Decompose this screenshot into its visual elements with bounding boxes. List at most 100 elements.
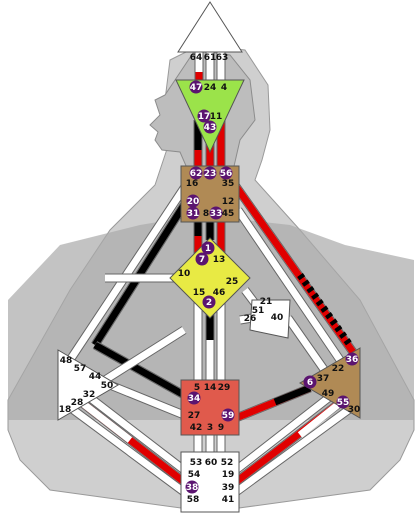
gate-marker-33 — [209, 206, 223, 220]
gate-marker-47 — [189, 80, 203, 94]
gate-marker-43 — [203, 120, 217, 134]
gate-29: 29 — [218, 383, 231, 393]
gate-47: 47 — [190, 83, 203, 93]
gate-marker-36 — [345, 352, 359, 366]
channel-44-26-base — [103, 327, 186, 383]
gate-9: 9 — [218, 423, 224, 433]
gate-49: 49 — [322, 389, 335, 399]
gate-39: 39 — [222, 483, 235, 493]
gate-marker-59 — [221, 408, 235, 422]
gate-marker-34 — [187, 391, 201, 405]
gate-25: 25 — [226, 277, 239, 287]
channel-35-36-stripe — [297, 272, 353, 348]
gate-24: 24 — [204, 83, 217, 93]
gate-17: 17 — [198, 112, 211, 122]
gate-marker-56 — [219, 166, 233, 180]
gate-12: 12 — [222, 197, 235, 207]
spleen-center — [57, 349, 119, 421]
gate-marker-23 — [203, 166, 217, 180]
gate-44: 44 — [89, 372, 102, 382]
gate-62: 62 — [190, 169, 203, 179]
channel-59-6-black — [273, 384, 312, 406]
gate-18: 18 — [59, 405, 72, 415]
gate-13: 13 — [213, 255, 226, 265]
gate-marker-62 — [189, 166, 203, 180]
gate-52: 52 — [221, 458, 234, 468]
gate-7: 7 — [199, 255, 205, 265]
gate-26: 26 — [244, 314, 257, 324]
gate-27: 27 — [188, 411, 201, 421]
gate-42: 42 — [190, 423, 203, 433]
sacral-center — [180, 379, 240, 436]
gate-33: 33 — [210, 209, 223, 219]
gate-32: 32 — [83, 390, 96, 400]
gate-46: 46 — [213, 288, 226, 298]
channel-16-48-base — [67, 183, 189, 362]
gate-35: 35 — [222, 179, 235, 189]
gate-marker-38 — [185, 480, 199, 494]
channel-12-22-base — [235, 208, 343, 362]
gate-15: 15 — [193, 288, 206, 298]
channel-21-45-base — [239, 314, 253, 324]
gate-10: 10 — [178, 269, 191, 279]
gate-marker-1 — [201, 241, 215, 255]
gate-8: 8 — [203, 209, 209, 219]
gate-11: 11 — [210, 112, 223, 122]
gate-38: 38 — [186, 483, 199, 493]
gate-21: 21 — [260, 297, 273, 307]
gate-34: 34 — [188, 394, 201, 404]
gate-40: 40 — [271, 313, 284, 323]
gate-3: 3 — [207, 423, 213, 433]
gate-marker-55 — [336, 395, 350, 409]
gate-22: 22 — [332, 364, 345, 374]
g-center — [169, 237, 251, 319]
gate-63: 63 — [216, 53, 229, 63]
channel-58-18-base — [57, 397, 187, 495]
gate-marker-7 — [195, 252, 209, 266]
gate-28: 28 — [71, 398, 84, 408]
channel-54-32-base — [77, 387, 187, 473]
gate-marker-2 — [202, 295, 216, 309]
gate-23: 23 — [204, 169, 217, 179]
gate-marker-6 — [303, 375, 317, 389]
gate-54: 54 — [188, 470, 201, 480]
channel-41-30-base — [233, 402, 358, 495]
gate-59: 59 — [222, 411, 235, 421]
heart-center — [249, 299, 291, 339]
gate-50: 50 — [101, 381, 114, 391]
gate-55: 55 — [337, 398, 350, 408]
gate-4: 4 — [221, 83, 227, 93]
gate-2: 2 — [206, 298, 212, 308]
gate-37: 37 — [317, 374, 330, 384]
gate-1: 1 — [205, 244, 211, 254]
gate-marker-20 — [186, 194, 200, 208]
head-center — [177, 1, 243, 53]
gate-marker-31 — [186, 206, 200, 220]
gate-56: 56 — [220, 169, 233, 179]
gate-36: 36 — [346, 355, 359, 365]
gate-53: 53 — [190, 458, 203, 468]
gate-60: 60 — [205, 458, 218, 468]
gate-14: 14 — [204, 383, 217, 393]
channel-50-27-base — [108, 381, 186, 419]
gate-58: 58 — [187, 495, 200, 505]
gate-45: 45 — [222, 209, 235, 219]
gate-5: 5 — [194, 383, 200, 393]
gate-31: 31 — [187, 209, 200, 219]
gate-51: 51 — [252, 306, 265, 316]
gate-41: 41 — [222, 495, 235, 505]
gate-6: 6 — [307, 378, 313, 388]
gate-48: 48 — [60, 356, 73, 366]
gate-61: 61 — [204, 53, 217, 63]
gate-20: 20 — [187, 197, 200, 207]
gate-19: 19 — [222, 470, 235, 480]
gate-marker-17 — [197, 109, 211, 123]
gate-43: 43 — [204, 123, 217, 133]
gate-30: 30 — [348, 405, 361, 415]
gate-16: 16 — [186, 179, 199, 189]
channel-20-34-fill — [93, 341, 186, 399]
gate-64: 64 — [190, 53, 203, 63]
